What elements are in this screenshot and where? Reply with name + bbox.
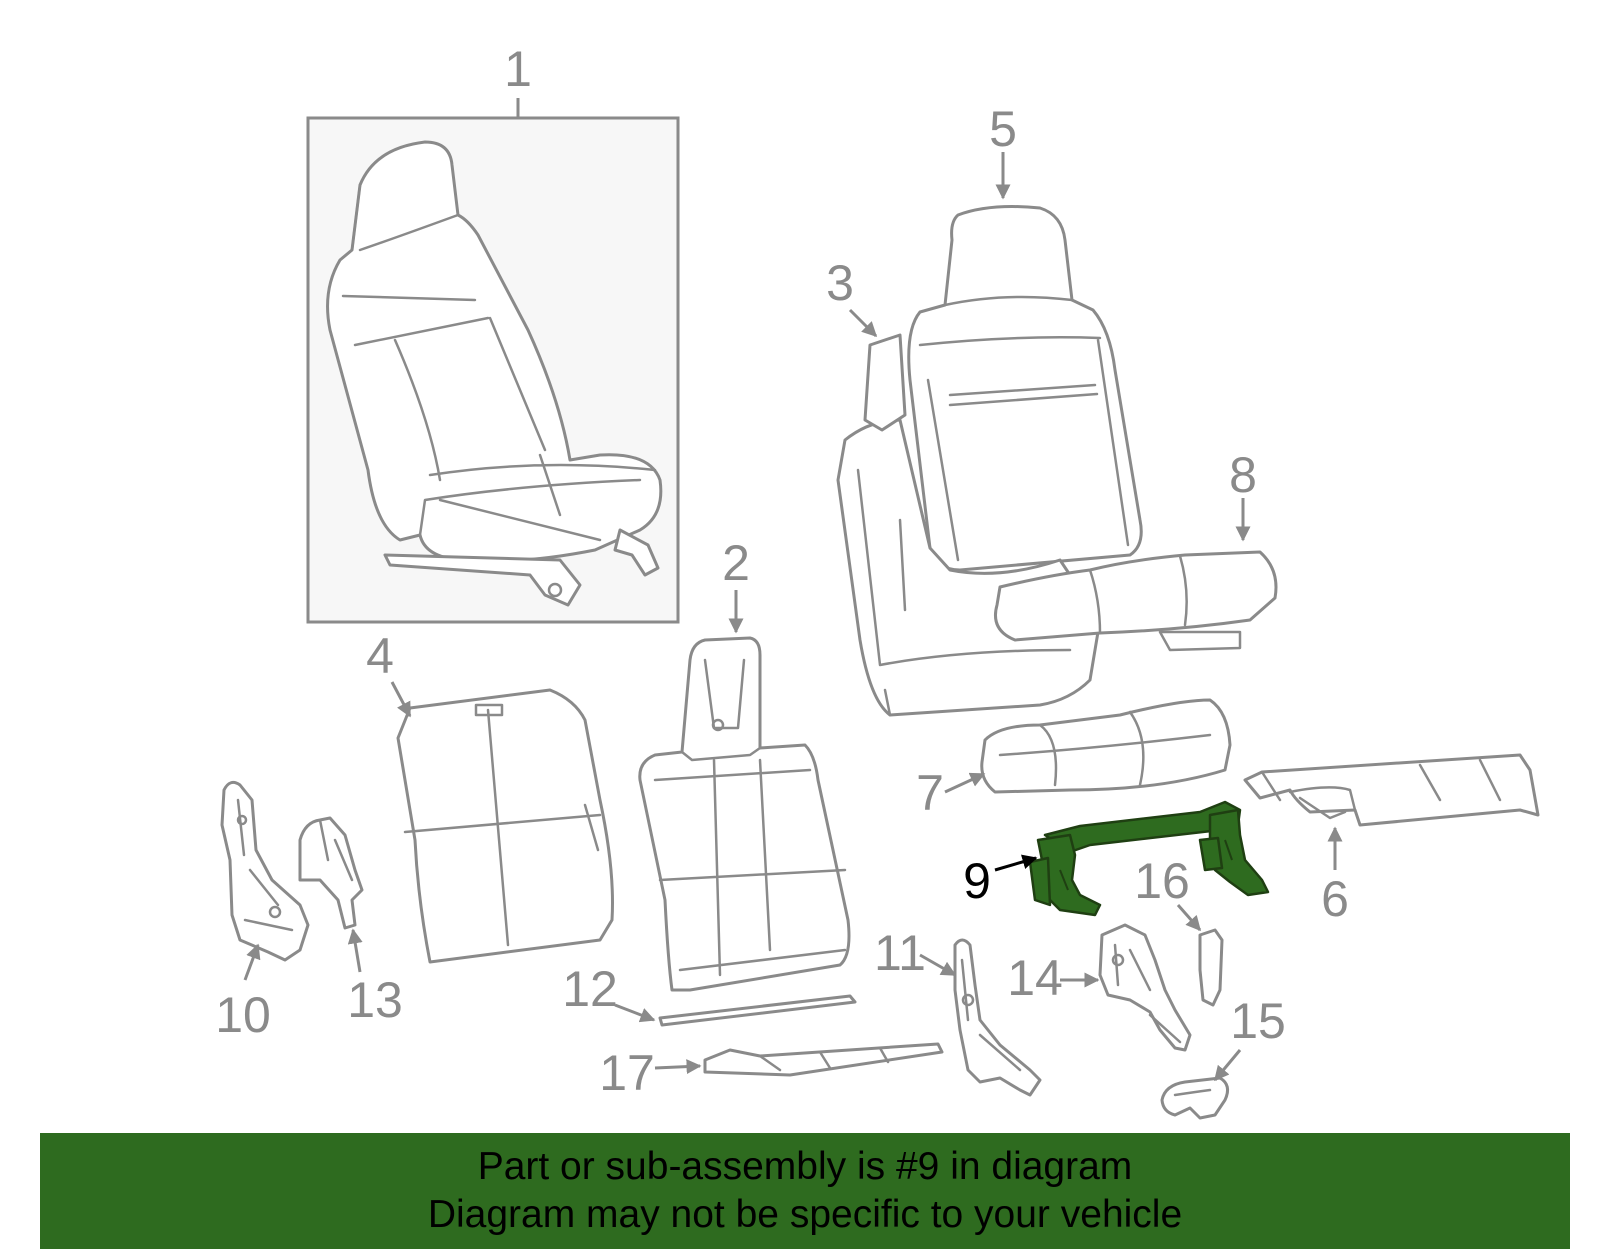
callout-8: 8 — [1229, 447, 1257, 503]
callout-3: 3 — [826, 255, 854, 311]
callout-15: 15 — [1230, 993, 1286, 1049]
callout-17: 17 — [599, 1045, 655, 1101]
part-1-seat-assembly[interactable] — [306, 98, 680, 624]
callout-5: 5 — [989, 101, 1017, 157]
part-17-panel[interactable] — [703, 1042, 944, 1077]
part-11-recliner-bracket[interactable] — [953, 938, 1042, 1097]
part-6-cushion-frame[interactable] — [1243, 753, 1540, 827]
callout-14: 14 — [1007, 950, 1063, 1006]
part-5-seat[interactable] — [836, 205, 1278, 717]
part-15-handle[interactable] — [1160, 1076, 1230, 1120]
part-13-side-trim[interactable] — [298, 816, 364, 930]
callout-1: 1 — [504, 41, 532, 97]
part-2-seatback-pad[interactable] — [638, 636, 851, 992]
callout-13: 13 — [347, 972, 403, 1028]
part-7-seat-cushion[interactable] — [980, 698, 1232, 794]
callout-11: 11 — [874, 925, 926, 981]
part-12-trim-strip[interactable] — [658, 994, 857, 1027]
part-9-seat-riser[interactable] — [1028, 800, 1270, 917]
callout-9: 9 — [963, 853, 991, 909]
info-banner: Part or sub-assembly is #9 in diagram Di… — [40, 1133, 1570, 1249]
part-16-trim[interactable] — [1198, 928, 1224, 1007]
part-10-recliner-bracket[interactable] — [220, 780, 310, 962]
callout-4: 4 — [366, 628, 394, 684]
callout-2: 2 — [722, 535, 750, 591]
callout-12: 12 — [562, 961, 618, 1017]
callout-16: 16 — [1134, 853, 1190, 909]
part-14-side-bracket[interactable] — [1098, 923, 1192, 1052]
callout-10: 10 — [215, 987, 271, 1043]
callout-6: 6 — [1321, 871, 1349, 927]
banner-line-2: Diagram may not be specific to your vehi… — [427, 1193, 1183, 1236]
callout-7: 7 — [916, 765, 944, 821]
banner-line-1: Part or sub-assembly is #9 in diagram — [477, 1145, 1133, 1188]
part-4-seatback-cover[interactable] — [396, 688, 614, 964]
